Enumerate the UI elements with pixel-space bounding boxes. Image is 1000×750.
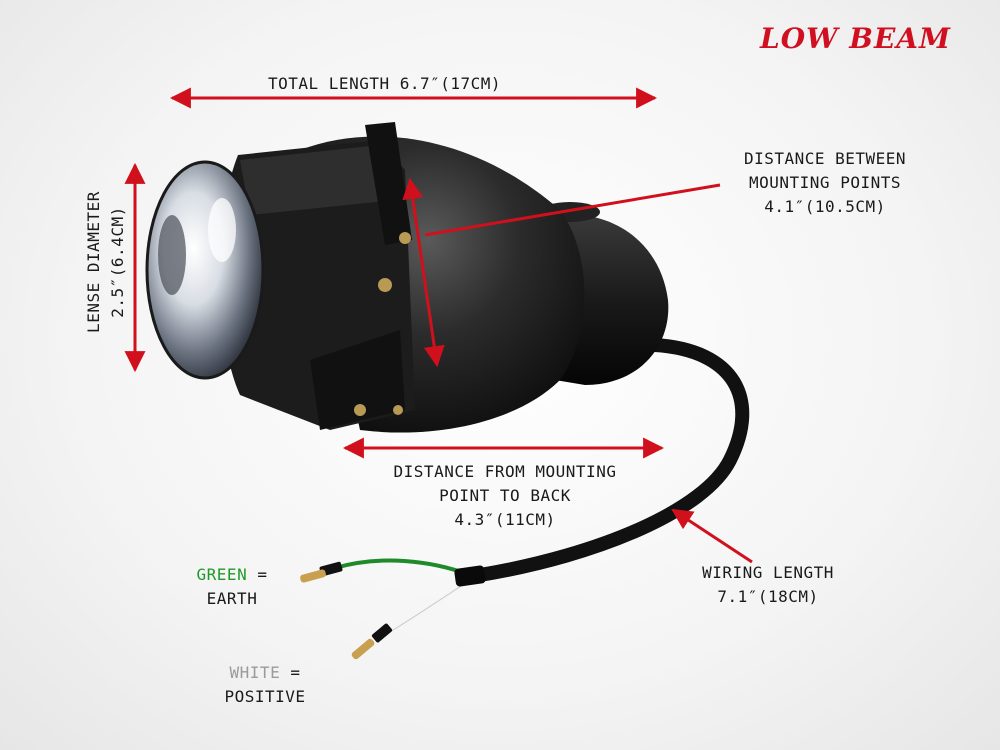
bolt-bottom-icon <box>354 404 366 416</box>
power-cable <box>473 338 750 582</box>
green-meaning: EARTH <box>206 589 258 608</box>
green-wire-label: GREEN = EARTH <box>182 563 282 611</box>
white-color-word: WHITE <box>229 663 281 682</box>
white-terminal-icon <box>351 623 393 660</box>
green-wire <box>334 558 471 577</box>
white-equals: = <box>280 663 301 682</box>
wiring-length-label: WIRING LENGTH 7.1″(18CM) <box>702 563 834 606</box>
total-length-label: TOTAL LENGTH 6.7″(17CM) <box>268 74 502 93</box>
mounting-points-arrow <box>402 177 445 368</box>
cable-sleeve <box>454 565 486 587</box>
mounting-points-label: DISTANCE BETWEEN MOUNTING POINTS 4.1″(10… <box>743 149 907 216</box>
mounting-bracket-bottom <box>310 330 405 430</box>
green-equals: = <box>247 565 268 584</box>
lense-diameter-label: LENSE DIAMETER 2.5″(6.4CM) <box>84 191 127 333</box>
green-terminal-icon <box>300 561 343 583</box>
white-wire-label: WHITE = POSITIVE <box>210 661 320 709</box>
mounting-points-leader <box>424 183 721 237</box>
bolt-top-icon <box>399 232 411 244</box>
wiring-length-arrow <box>671 508 753 564</box>
rear-cap <box>555 214 669 385</box>
lens-grille <box>158 215 186 295</box>
bolt-mid-icon <box>378 278 392 292</box>
green-color-word: GREEN <box>196 565 248 584</box>
mounting-bracket-top <box>365 122 412 245</box>
white-meaning: POSITIVE <box>224 687 306 706</box>
low-beam-title: LOW BEAM <box>760 22 951 55</box>
mount-to-back-label: DISTANCE FROM MOUNTING POINT TO BACK 4.3… <box>393 462 617 529</box>
